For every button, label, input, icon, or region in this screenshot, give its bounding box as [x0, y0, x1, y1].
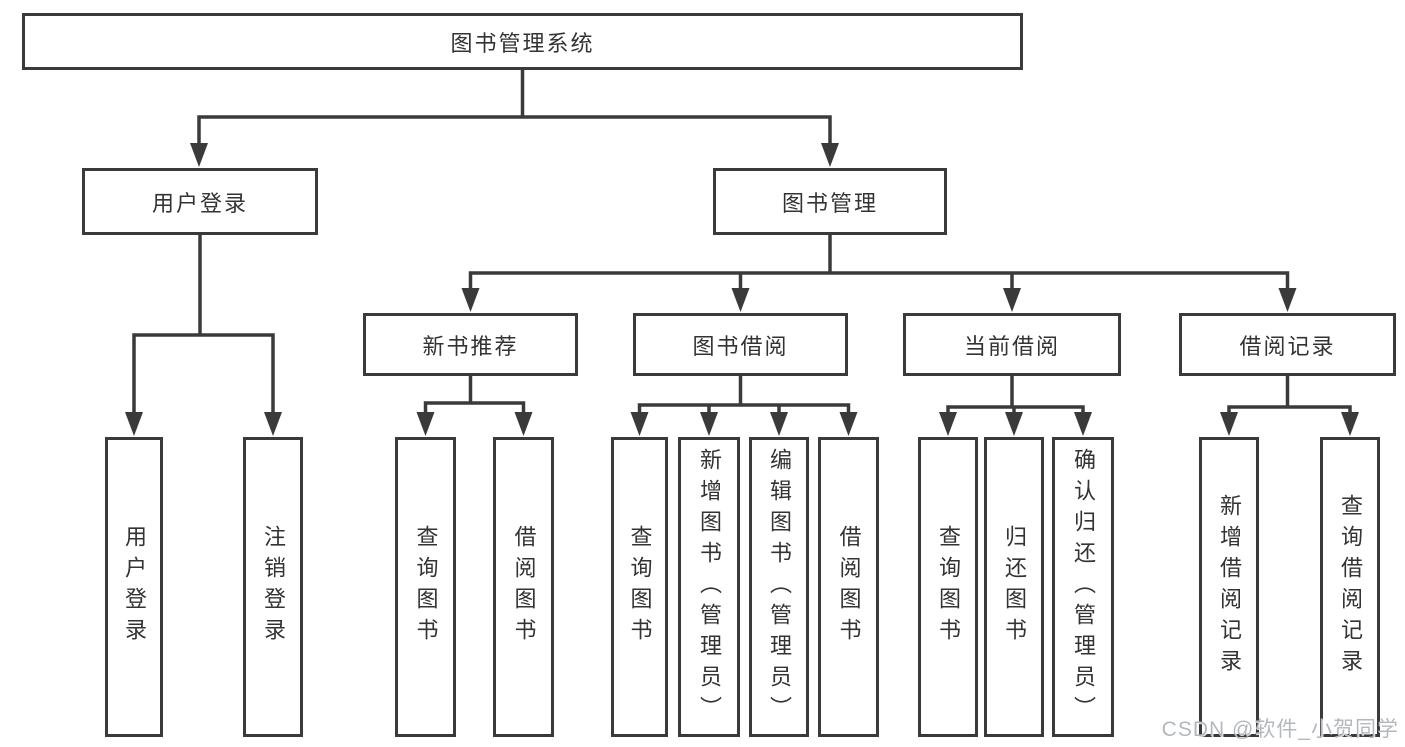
node-book-management: 图书管理 [713, 168, 947, 235]
leaf-edit-books-admin: 编辑图书（管理员） [749, 437, 809, 737]
node-root: 图书管理系统 [22, 13, 1023, 70]
leaf-confirm-return-admin: 确认归还（管理员） [1052, 437, 1114, 737]
arrowheads [125, 143, 1359, 436]
leaf-add-borrow-record: 新增借阅记录 [1199, 437, 1259, 737]
leaf-user-login-label: 用户登录 [122, 525, 147, 649]
node-user-login: 用户登录 [82, 168, 318, 235]
leaf-return-books-label: 归还图书 [1002, 525, 1027, 649]
leaf-confirm-return-admin-label: 确认归还（管理员） [1071, 447, 1096, 727]
leaf-add-books-admin-label: 新增图书（管理员） [697, 447, 722, 727]
node-book-management-label: 图书管理 [781, 190, 878, 216]
node-current-borrow-label: 当前借阅 [963, 333, 1060, 359]
leaf-add-books-admin: 新增图书（管理员） [678, 437, 740, 737]
connector-paths [132, 70, 1352, 415]
leaf-query-borrow-record: 查询借阅记录 [1320, 437, 1380, 737]
leaf-query-borrow-record-label: 查询借阅记录 [1338, 494, 1363, 680]
node-current-borrow: 当前借阅 [903, 313, 1121, 376]
csdn-watermark: CSDN @软件_小贺同学 [1161, 718, 1399, 741]
leaf-borrow-query-books: 查询图书 [611, 437, 668, 737]
node-borrow-records: 借阅记录 [1179, 313, 1396, 376]
leaf-borrow-query-books-label: 查询图书 [627, 525, 653, 649]
leaf-logout-label: 注销登录 [261, 525, 286, 649]
leaf-recommend-query-books-label: 查询图书 [413, 525, 439, 649]
leaf-user-login: 用户登录 [105, 437, 163, 737]
leaf-add-borrow-record-label: 新增借阅记录 [1217, 494, 1242, 680]
leaf-return-books: 归还图书 [984, 437, 1044, 737]
leaf-logout: 注销登录 [243, 437, 303, 737]
leaf-current-query-books: 查询图书 [918, 437, 978, 737]
leaf-borrow-books: 借阅图书 [818, 437, 879, 737]
leaf-edit-books-admin-label: 编辑图书（管理员） [767, 447, 792, 727]
node-book-borrow: 图书借阅 [633, 313, 848, 376]
leaf-current-query-books-label: 查询图书 [936, 525, 961, 649]
leaf-recommend-borrow-books: 借阅图书 [493, 437, 554, 737]
node-borrow-records-label: 借阅记录 [1239, 333, 1336, 359]
node-root-label: 图书管理系统 [450, 30, 595, 56]
node-new-book-recommend: 新书推荐 [363, 313, 578, 376]
node-user-login-label: 用户登录 [151, 190, 248, 216]
leaf-borrow-books-label: 借阅图书 [836, 525, 862, 649]
node-new-book-recommend-label: 新书推荐 [422, 333, 519, 359]
node-book-borrow-label: 图书借阅 [692, 333, 789, 359]
leaf-recommend-query-books: 查询图书 [395, 437, 456, 737]
leaf-recommend-borrow-books-label: 借阅图书 [511, 525, 537, 649]
